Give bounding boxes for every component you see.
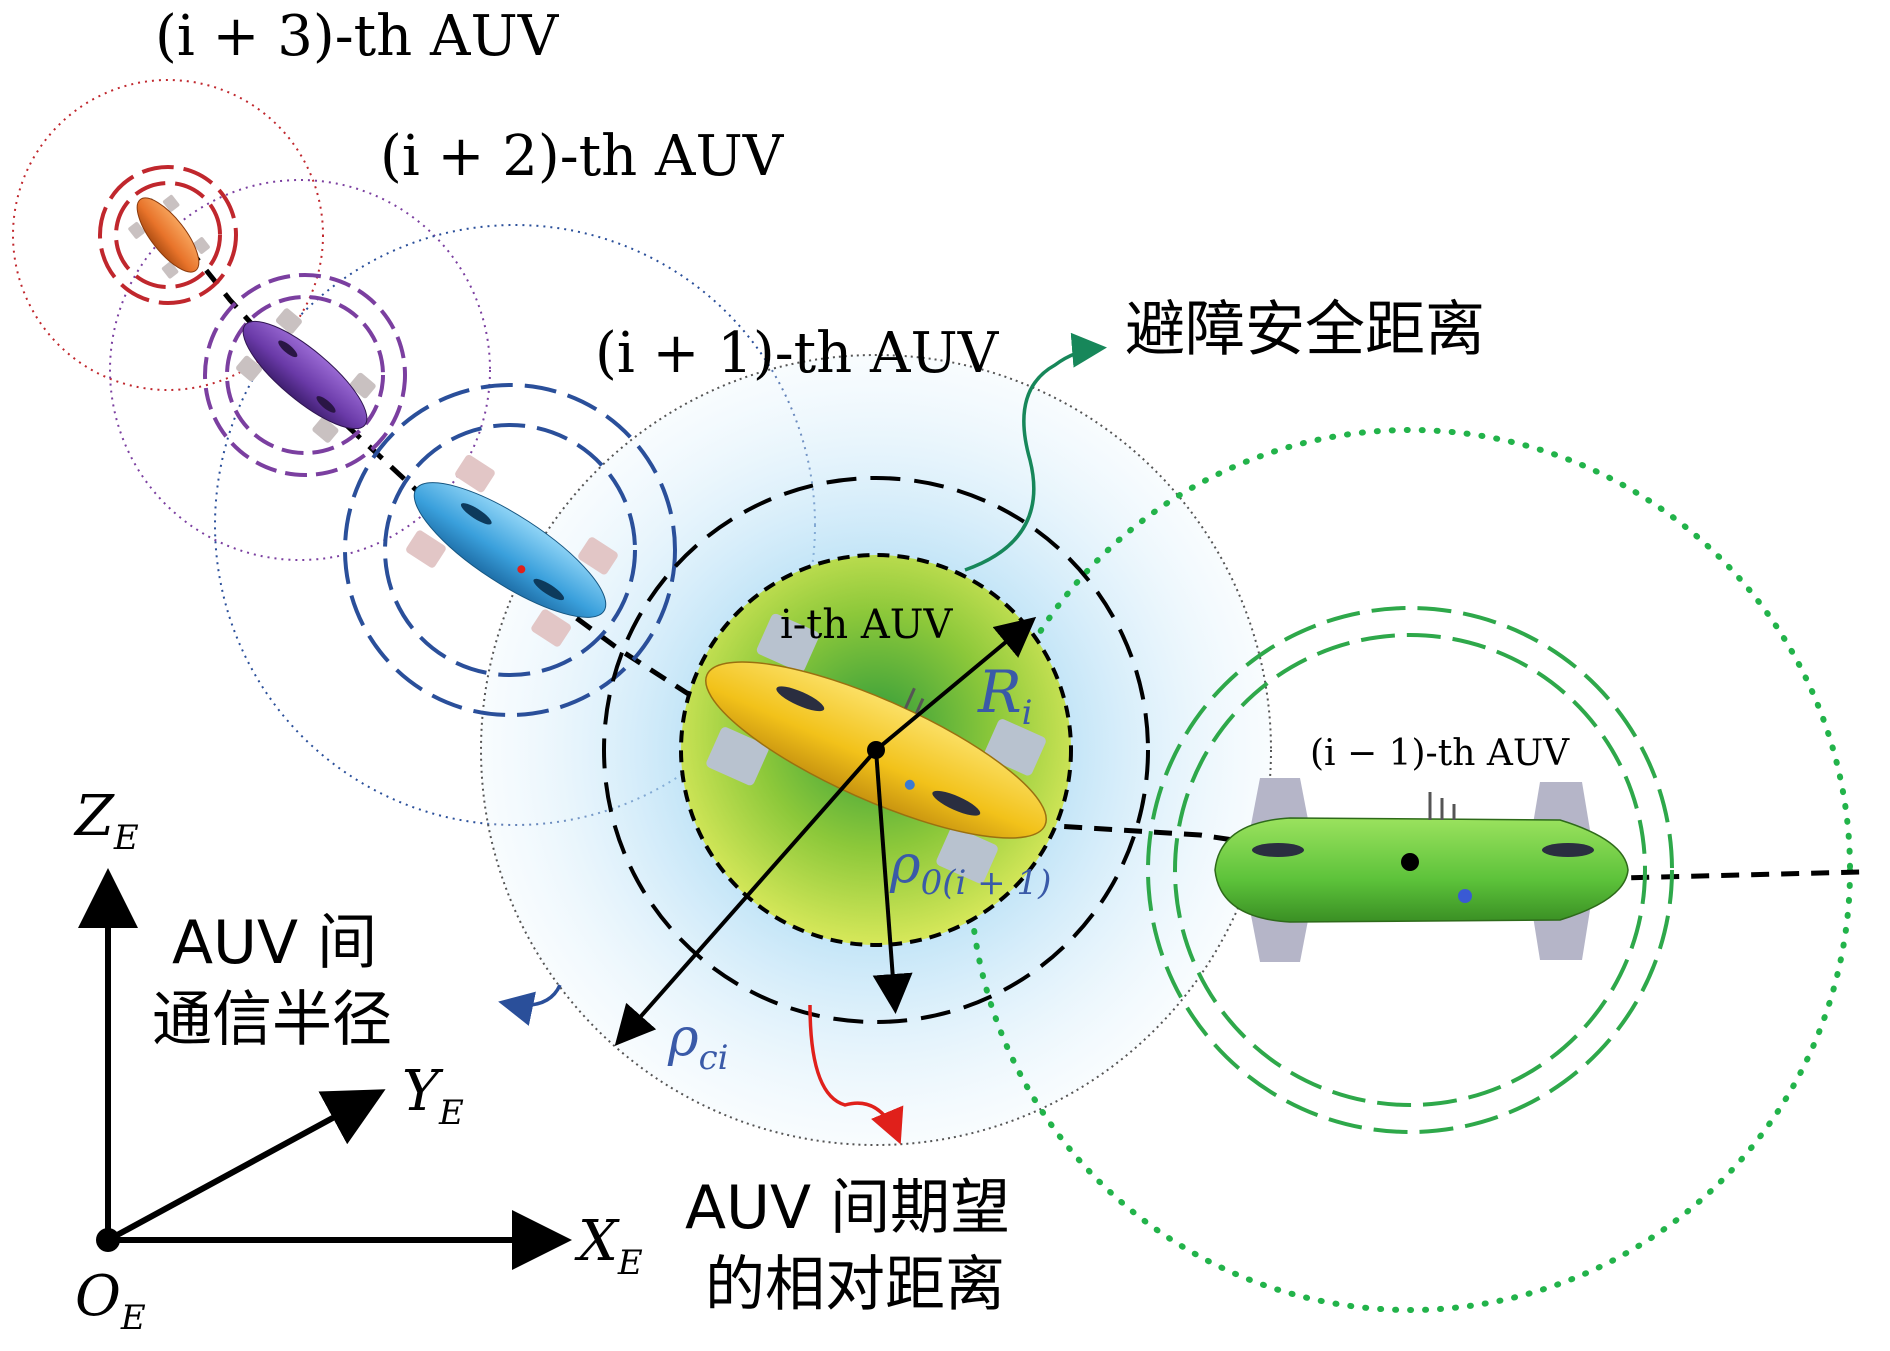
label-auv-i: i-th AUV bbox=[780, 602, 953, 648]
label-rho0: ρ0(i + 1) bbox=[889, 835, 1051, 903]
comm-circle-i3 bbox=[12, 79, 324, 391]
safety-ring-i2-outer bbox=[203, 273, 407, 477]
safety-ring-im1-inner bbox=[1173, 633, 1647, 1107]
label-auv-i2: (i + 2)-th AUV bbox=[380, 124, 785, 189]
comm-radius-arrow bbox=[498, 984, 562, 1026]
auv-i1-vehicle bbox=[406, 454, 618, 647]
annotation-desired-distance-line1: AUV 间期望 bbox=[685, 1173, 1010, 1243]
comm-circle-i2 bbox=[109, 179, 491, 561]
distance-arrow-rho0 bbox=[872, 749, 913, 1014]
coordinate-axes bbox=[78, 868, 572, 1270]
desired-distance-arrow bbox=[808, 1004, 904, 1145]
label-axis-z: ZE bbox=[73, 784, 139, 858]
safety-ring-i-outer bbox=[602, 476, 1150, 1024]
label-origin: OE bbox=[75, 1264, 146, 1338]
annotation-comm-radius-line1: AUV 间 bbox=[172, 908, 377, 978]
annotation-desired-distance-line2: 的相对距离 bbox=[705, 1250, 1005, 1320]
annotation-safety-distance: 避障安全距离 bbox=[1125, 295, 1485, 365]
auv-i2-vehicle bbox=[236, 308, 376, 443]
comm-arrow-rhoc bbox=[614, 748, 878, 1046]
safety-ring-i3-inner bbox=[114, 181, 222, 289]
label-auv-i3: (i + 3)-th AUV bbox=[155, 4, 560, 69]
label-rhoc: ρci bbox=[667, 1008, 729, 1078]
safety-ring-i2-inner bbox=[225, 295, 385, 455]
auv-i3-vehicle bbox=[128, 194, 210, 279]
safety-ring-i3-outer bbox=[98, 165, 238, 305]
safety-ring-i1-inner bbox=[383, 423, 637, 677]
label-axis-x: XE bbox=[574, 1209, 643, 1283]
safety-ring-i1-outer bbox=[343, 383, 677, 717]
label-auv-i1: (i + 1)-th AUV bbox=[595, 321, 1000, 386]
safety-rings bbox=[98, 165, 1674, 1134]
safety-distance-arrow bbox=[964, 332, 1107, 572]
label-axis-y: YE bbox=[402, 1059, 464, 1133]
radius-arrow-ri bbox=[874, 616, 1037, 752]
annotation-comm-radius-line2: 通信半径 bbox=[152, 985, 392, 1055]
origin-dot bbox=[96, 1228, 120, 1252]
safety-ring-im1-outer bbox=[1146, 606, 1674, 1134]
auv-im1-center-dot bbox=[1401, 853, 1419, 871]
label-auv-im1: (i − 1)-th AUV bbox=[1310, 733, 1570, 774]
label-ri: Ri bbox=[977, 658, 1033, 733]
auv-im1-vehicle bbox=[1214, 778, 1629, 962]
axis-y bbox=[106, 1089, 386, 1243]
